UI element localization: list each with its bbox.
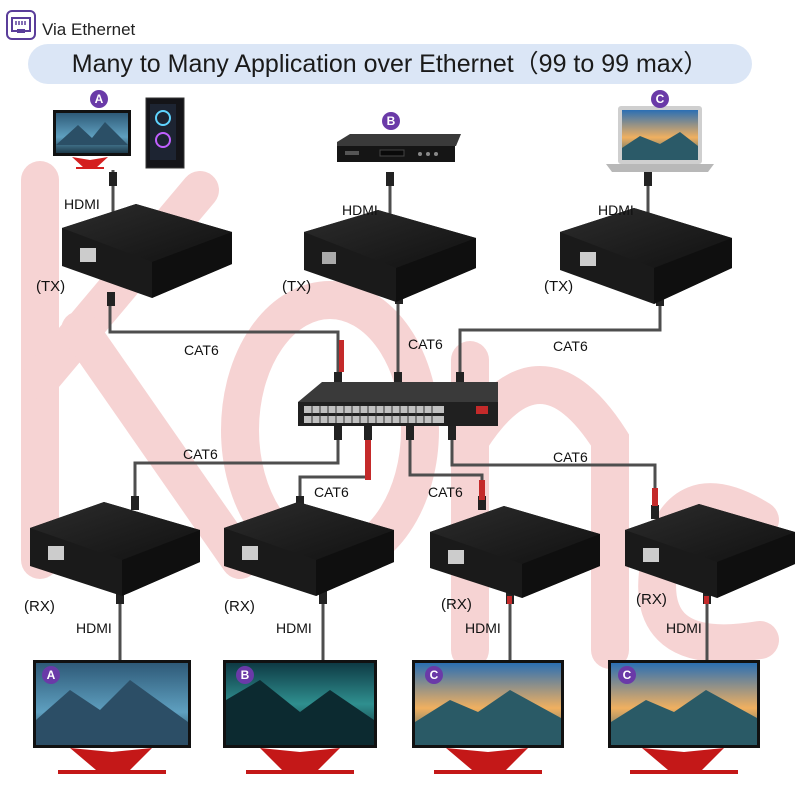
tx-label: (TX) — [282, 278, 312, 295]
source-letter-badge: B — [382, 112, 400, 130]
cat6-label: CAT6 — [428, 484, 463, 500]
hdmi-label: HDMI — [276, 620, 312, 636]
network-switch — [298, 382, 498, 426]
cat6-label: CAT6 — [408, 336, 443, 352]
title-banner — [28, 44, 752, 84]
via-ethernet-label: Via Ethernet — [42, 20, 136, 39]
display-letter-badge: C — [618, 666, 636, 684]
rx-label: (RX) — [636, 591, 667, 608]
cat6-label: CAT6 — [314, 484, 349, 500]
source-b-dvd-player — [337, 134, 461, 162]
cat6-label: CAT6 — [183, 446, 218, 462]
cat6-uplink-a — [108, 300, 340, 385]
cat6-uplink-c — [458, 300, 662, 385]
rx-label: (RX) — [441, 596, 472, 613]
receiver-rx-c2 — [625, 504, 795, 598]
transmitter-tx-c — [560, 208, 732, 304]
hdmi-label: HDMI — [598, 202, 634, 218]
cat6-label: CAT6 — [553, 338, 588, 354]
receiver-rx-b — [224, 502, 394, 596]
source-letter-badge: C — [651, 90, 669, 108]
display-letter-badge: A — [42, 666, 60, 684]
red-connector-boots — [339, 340, 709, 604]
cat6-label: CAT6 — [184, 342, 219, 358]
source-c-laptop — [606, 106, 714, 172]
hdmi-label: HDMI — [76, 620, 112, 636]
receiver-rx-a — [30, 502, 200, 596]
source-a-pc-tower — [145, 97, 185, 169]
display-letter-badge: C — [425, 666, 443, 684]
tx-label: (TX) — [36, 278, 66, 295]
hdmi-label: HDMI — [64, 196, 100, 212]
source-a-monitor — [53, 110, 131, 169]
source-letter-badge: A — [90, 90, 108, 108]
transmitter-tx-a — [62, 204, 232, 298]
transmitter-tx-b — [304, 210, 476, 302]
tx-label: (TX) — [544, 278, 574, 295]
hdmi-label: HDMI — [666, 620, 702, 636]
rx-label: (RX) — [224, 598, 255, 615]
hdmi-label: HDMI — [465, 620, 501, 636]
cat6-downlink-a — [133, 428, 340, 505]
hdmi-label: HDMI — [342, 202, 378, 218]
receiver-rx-c1 — [430, 506, 600, 598]
cat6-label: CAT6 — [553, 449, 588, 465]
rx-label: (RX) — [24, 598, 55, 615]
display-letter-badge: B — [236, 666, 254, 684]
page-title: Many to Many Application over Ethernet（9… — [71, 50, 709, 78]
display-rx-a — [33, 660, 191, 774]
ethernet-port-icon — [6, 10, 36, 40]
